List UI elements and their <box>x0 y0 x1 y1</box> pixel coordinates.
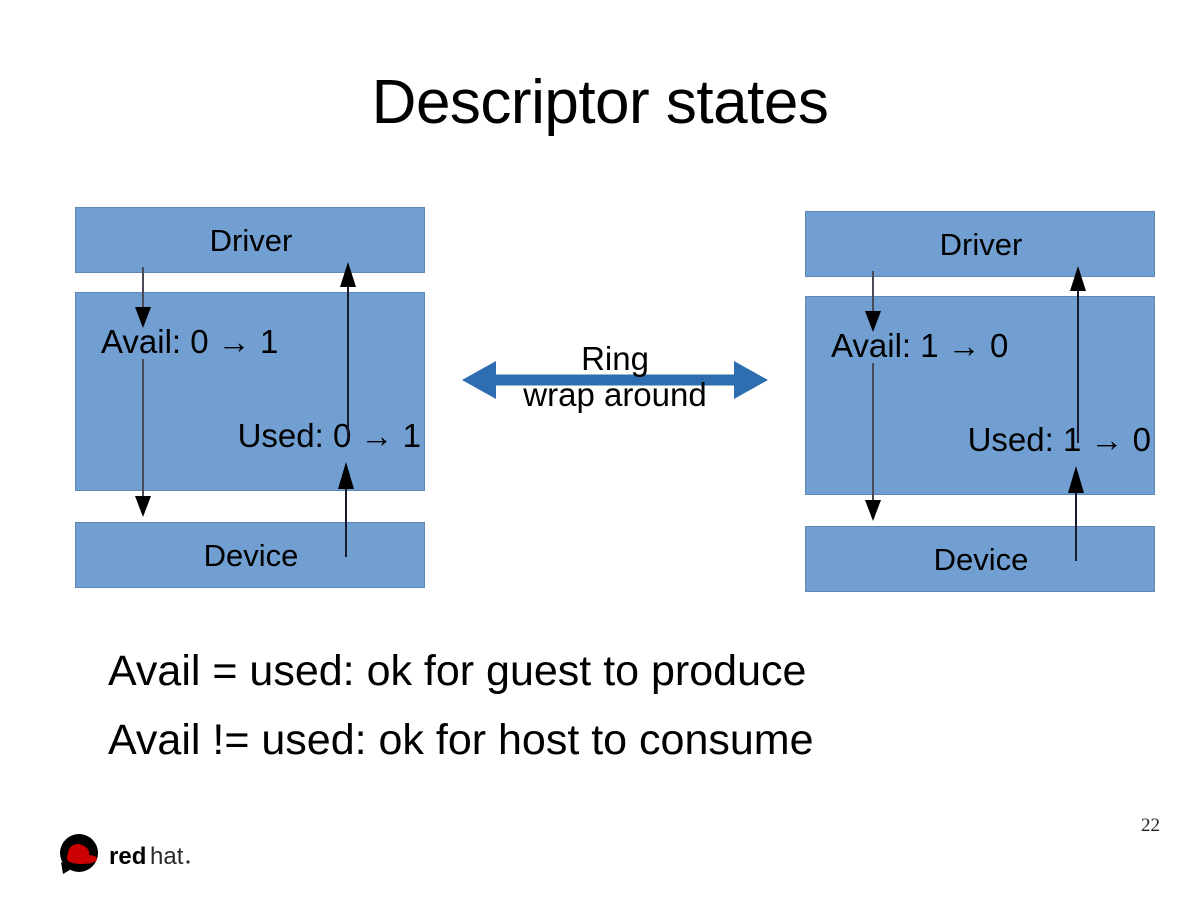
logo-word-hat: hat <box>150 843 184 870</box>
ring-band-left: Avail: 0 → 1 Used: 0 → 1 <box>75 292 425 491</box>
device-band-left: Device <box>75 522 425 588</box>
ring-wrap-around-connector: Ring wrap around <box>462 340 768 422</box>
used-state-left: Used: 0 → 1 <box>237 417 421 454</box>
avail-state-right: Avail: 1 → 0 <box>831 327 1009 364</box>
page-number: 22 <box>1141 815 1160 836</box>
bullet-item-0: Avail = used: ok for guest to produce <box>108 647 807 695</box>
ring-wrap-label-line2: wrap around <box>523 376 707 413</box>
driver-band-left: Driver <box>75 207 425 273</box>
device-band-right: Device <box>805 526 1155 592</box>
used-state-right: Used: 1 → 0 <box>967 421 1151 458</box>
bullet-item-1: Avail != used: ok for host to consume <box>108 716 814 764</box>
redhat-logo: red hat <box>57 834 207 876</box>
driver-label-left: Driver <box>209 223 293 258</box>
page-title: Descriptor states <box>371 68 829 137</box>
driver-label-right: Driver <box>939 227 1023 262</box>
driver-band-right: Driver <box>805 211 1155 277</box>
avail-state-left: Avail: 0 → 1 <box>101 323 279 360</box>
bullet-list: Avail = used: ok for guest to produce Av… <box>108 637 1108 775</box>
device-label-left: Device <box>203 538 299 573</box>
logo-word-red: red <box>109 843 146 870</box>
redhat-shadowman-icon: red hat <box>60 834 190 874</box>
device-label-right: Device <box>933 542 1029 577</box>
double-headed-arrow-icon <box>462 361 768 399</box>
ring-wrap-label-line1: Ring <box>581 340 649 377</box>
ring-band-right: Avail: 1 → 0 Used: 1 → 0 <box>805 296 1155 495</box>
